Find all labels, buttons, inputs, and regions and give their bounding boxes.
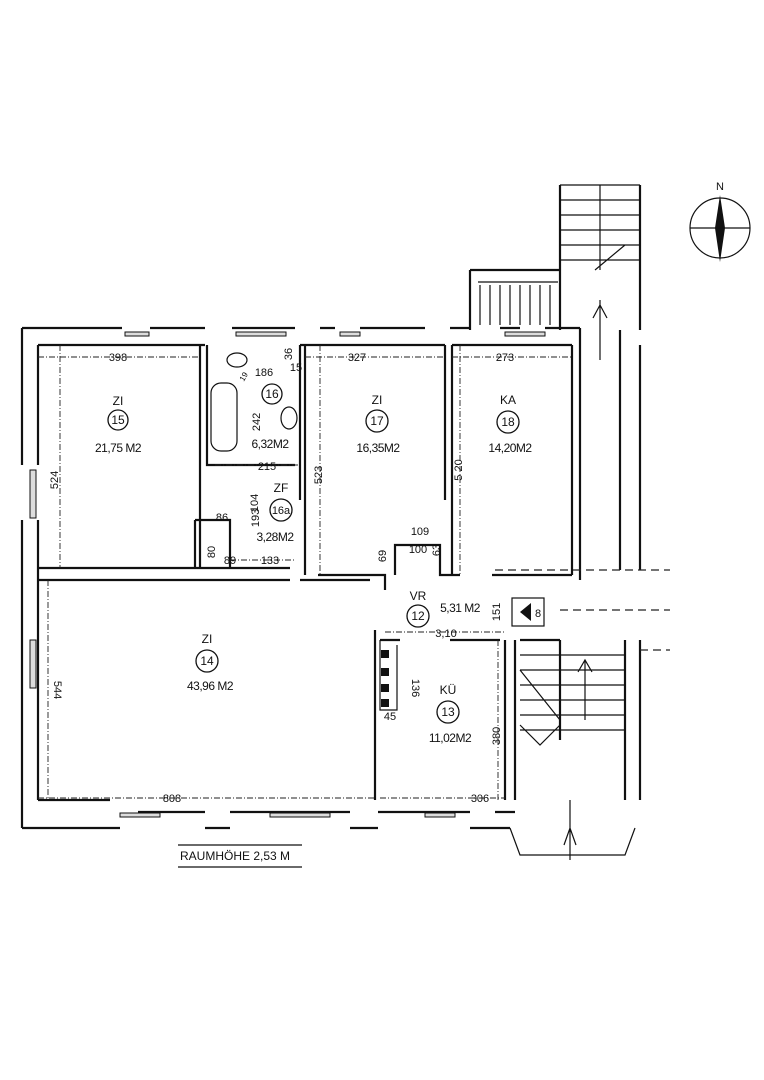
svg-text:KA: KA [500,393,516,407]
svg-text:12: 12 [411,609,425,623]
room-12: VR 12 5,31 M2 [406,589,481,628]
svg-text:104: 104 [249,494,261,512]
svg-text:80: 80 [206,546,218,558]
svg-text:45: 45 [384,711,396,723]
svg-text:100: 100 [409,544,427,556]
svg-text:14: 14 [200,654,214,668]
svg-text:273: 273 [496,352,514,364]
dimension-lines [38,345,572,800]
ceiling-height-note: RAUMHÖHE 2,53 M [178,844,302,868]
svg-text:327: 327 [348,352,366,364]
room-15: ZI 15 21,75 M2 [95,394,142,455]
svg-text:808: 808 [163,793,181,805]
svg-text:ZI: ZI [372,393,383,407]
svg-text:380: 380 [491,727,503,745]
svg-text:215: 215 [258,461,276,473]
svg-text:523: 523 [313,466,325,484]
svg-text:ZF: ZF [274,481,289,495]
svg-text:3,28M2: 3,28M2 [256,530,294,544]
svg-text:15: 15 [290,362,302,374]
svg-text:16,35M2: 16,35M2 [356,441,400,455]
compass-north-label: N [716,181,724,193]
svg-text:43,96 M2: 43,96 M2 [187,679,234,693]
svg-text:ZI: ZI [113,394,124,408]
svg-text:RAUMHÖHE 2,53 M: RAUMHÖHE 2,53 M [180,849,290,863]
svg-text:36: 36 [283,348,295,360]
svg-text:13: 13 [441,705,455,719]
svg-text:133: 133 [261,555,279,567]
svg-text:17: 17 [370,414,384,428]
svg-text:69: 69 [377,550,389,562]
svg-text:18: 18 [501,415,515,429]
svg-text:136: 136 [409,679,421,697]
svg-text:544: 544 [51,681,63,699]
windows [29,331,546,818]
svg-text:63: 63 [431,544,443,556]
svg-text:5,31 M2: 5,31 M2 [440,601,481,615]
svg-text:3,10: 3,10 [435,628,456,640]
svg-text:306: 306 [471,793,489,805]
svg-text:109: 109 [411,526,429,538]
svg-text:398: 398 [109,352,127,364]
entrance-number: 8 [535,608,541,620]
svg-text:16: 16 [265,387,279,401]
lower-staircase [495,330,670,860]
svg-text:19: 19 [238,370,251,383]
upper-staircase [468,184,642,360]
room-16a: ZF 16a 3,28M2 [256,481,294,544]
svg-text:ZI: ZI [202,632,213,646]
room-14: ZI 14 43,96 M2 [187,632,234,693]
chimney-flues [381,650,389,707]
svg-text:193: 193 [250,509,262,527]
room-13: KÜ 13 11,02M2 [429,683,473,745]
room-17: ZI 17 16,35M2 [356,393,401,455]
dimension-labels: 398 524 186 36 15 19 242 215 104 193 86 … [49,348,514,805]
svg-text:6,32M2: 6,32M2 [251,437,289,451]
exterior-walls [20,326,582,830]
svg-text:524: 524 [49,471,61,489]
svg-text:5 20: 5 20 [453,459,465,480]
svg-text:14,20M2: 14,20M2 [488,441,532,455]
svg-text:151: 151 [491,603,503,621]
svg-text:186: 186 [255,367,273,379]
interior-walls [38,345,572,800]
svg-text:21,75 M2: 21,75 M2 [95,441,142,455]
svg-text:15: 15 [111,413,125,427]
bathroom-fixtures [210,352,298,452]
room-18: KA 18 14,20M2 [488,393,533,455]
svg-text:KÜ: KÜ [440,683,457,697]
svg-text:86: 86 [216,512,228,524]
room-16: 16 6,32M2 [251,383,290,451]
svg-text:242: 242 [251,413,263,431]
compass: N [689,181,751,262]
svg-text:89: 89 [224,555,236,567]
svg-text:11,02M2: 11,02M2 [429,731,472,745]
svg-text:VR: VR [410,589,427,603]
entrance-marker: 8 [511,597,545,627]
svg-text:16a: 16a [272,505,291,517]
